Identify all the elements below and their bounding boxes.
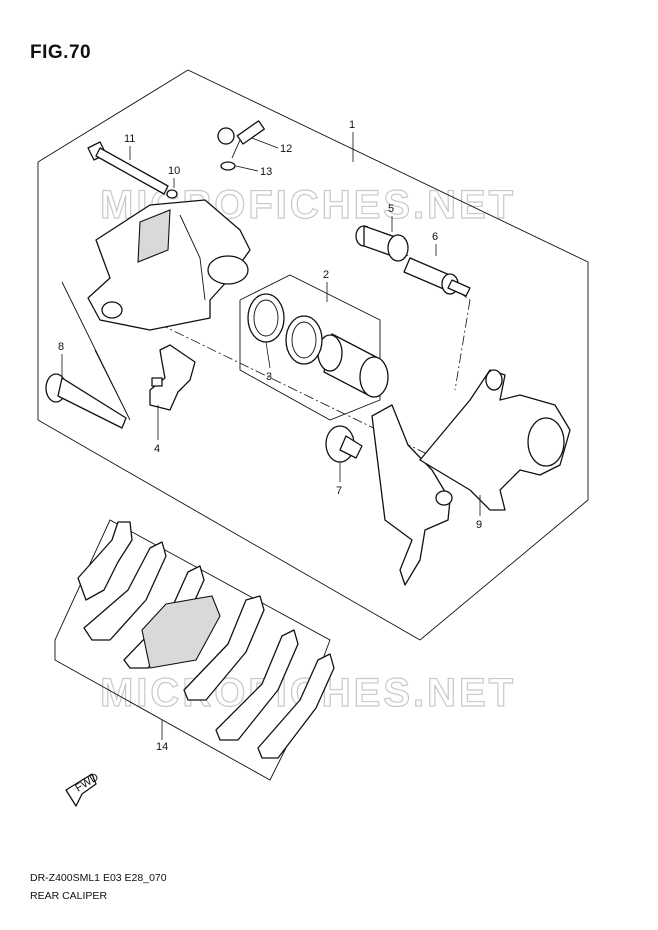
callout-11: 11	[124, 133, 135, 145]
seal-group-outline	[239, 274, 381, 421]
callout-6: 6	[432, 231, 438, 243]
part-3-seals	[247, 293, 323, 365]
part-7-boot	[325, 425, 363, 463]
axis-line-bracket	[454, 299, 471, 391]
part-12-bleeder	[231, 120, 265, 159]
callout-7: 7	[336, 485, 342, 497]
callout-14: 14	[156, 741, 168, 753]
callout-10: 10	[168, 165, 180, 177]
part-6-slide-pin	[403, 257, 471, 297]
assembly-outline	[37, 69, 589, 641]
part-2-piston	[317, 333, 389, 398]
figure-name: REAR CALIPER	[30, 890, 108, 902]
callout-2: 2	[323, 269, 329, 281]
callout-13: 13	[260, 166, 272, 178]
part-4-pad-spring	[149, 344, 196, 411]
pin-group-outline	[61, 281, 131, 421]
part-9-bracket	[371, 369, 571, 586]
callout-4: 4	[154, 443, 160, 455]
callout-9: 9	[476, 519, 482, 531]
part-13-cap	[217, 127, 236, 171]
callout-5: 5	[388, 203, 394, 215]
part-10-washer	[166, 189, 178, 199]
leader-lines	[61, 132, 481, 740]
part-5-boot	[355, 225, 409, 262]
callout-1: 1	[349, 119, 355, 131]
callout-8: 8	[58, 341, 64, 353]
part-8-pin	[45, 373, 127, 429]
figure-title: FIG.70	[30, 42, 92, 63]
callout-3: 3	[266, 371, 272, 383]
forward-arrow-icon: FWD	[65, 771, 101, 807]
part-14-pad-set	[77, 521, 335, 759]
caliper-body	[87, 199, 251, 331]
part-11-pin-bolt	[87, 141, 169, 195]
figure-code: DR-Z400SML1 E03 E28_070	[30, 872, 167, 884]
callout-12: 12	[280, 143, 292, 155]
